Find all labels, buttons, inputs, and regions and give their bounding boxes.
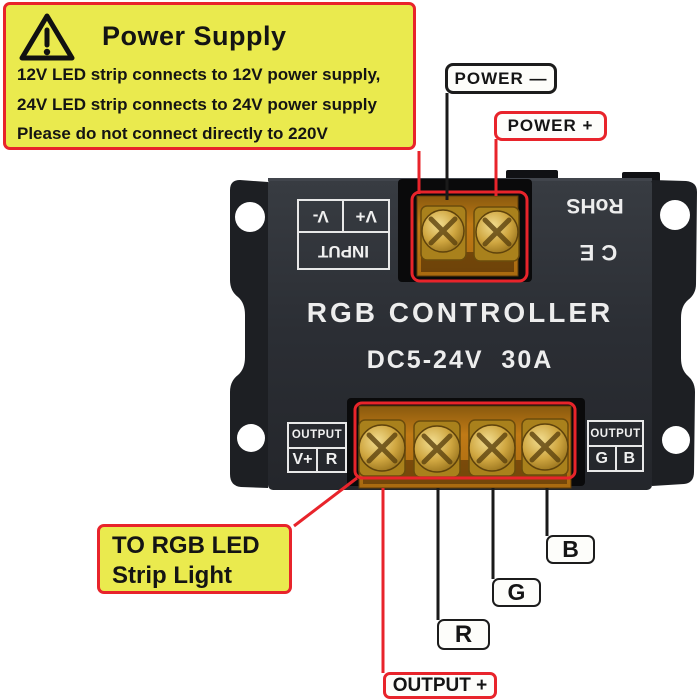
output-vplus-label: V+	[292, 450, 313, 468]
input-label: INPUT	[318, 241, 369, 261]
output-g-label: G	[595, 449, 608, 467]
power-plus-label: POWER +	[494, 111, 607, 141]
rohs-mark: RoHS	[566, 194, 624, 217]
output-left-legend: OUTPUT V+ R	[287, 422, 347, 473]
mounting-hole	[235, 202, 265, 232]
output-b-label: B	[614, 447, 643, 470]
warning-triangle-icon	[19, 13, 75, 61]
right-mounting-ear	[652, 180, 697, 486]
strip-label-line-2: Strip Light	[112, 562, 232, 589]
mounting-hole	[237, 424, 265, 452]
output-right-legend: OUTPUT G B	[587, 420, 644, 472]
input-vminus-label: V-	[299, 201, 345, 232]
power-minus-label: POWER —	[445, 63, 557, 94]
device-spec: DC5-24V 30A	[366, 346, 554, 374]
input-terminal-block	[398, 179, 532, 282]
output-left-label: OUTPUT	[291, 429, 343, 442]
warning-line-1: 12V LED strip connects to 12V power supp…	[17, 65, 381, 84]
r-channel-label: R	[437, 619, 490, 650]
ce-mark: CE	[572, 240, 618, 265]
mounting-hole	[662, 426, 690, 454]
output-r-label: R	[316, 448, 345, 471]
warning-title: Power Supply	[102, 21, 287, 51]
strip-light-callout-box: TO RGB LED Strip Light	[97, 524, 292, 594]
left-mounting-ear	[230, 180, 268, 488]
warning-line-2: 24V LED strip connects to 24V power supp…	[17, 94, 377, 114]
output-plus-label: OUTPUT +	[383, 672, 497, 699]
g-channel-label: G	[492, 578, 541, 607]
power-supply-warning-box: Power Supply 12V LED strip connects to 1…	[3, 2, 416, 150]
mounting-hole	[660, 200, 690, 230]
output-terminal-outline	[353, 401, 577, 480]
b-channel-label: B	[546, 535, 595, 564]
input-terminal-outline	[410, 190, 529, 283]
wire-strip-callout	[293, 476, 358, 528]
input-terminal-legend: INPUT V+ V-	[297, 199, 390, 270]
warning-line-3: Please do not connect directly to 220V	[17, 124, 328, 143]
output-right-label: OUTPUT	[590, 427, 641, 440]
input-vplus-label: V+	[355, 207, 377, 227]
strip-label-line-1: TO RGB LED	[112, 532, 260, 559]
output-terminal-block	[347, 398, 585, 489]
device-title: RGB CONTROLLER	[306, 297, 614, 328]
